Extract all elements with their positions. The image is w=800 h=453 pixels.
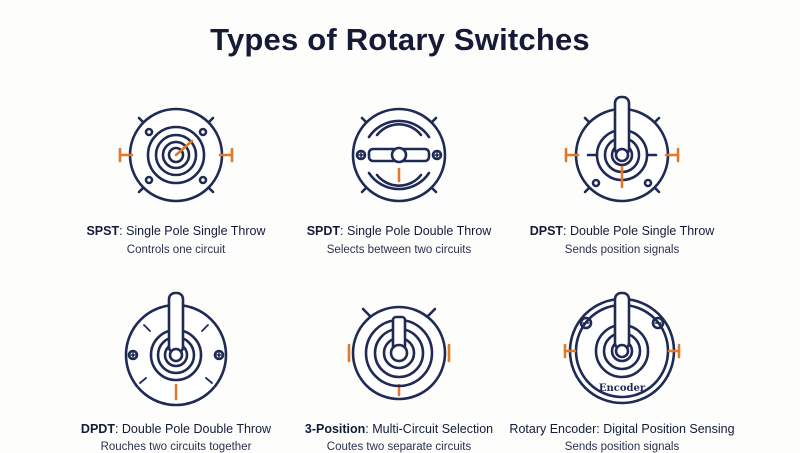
switch-title: SPST: Single Pole Single Throw [86, 224, 266, 238]
three-position-switch-icon [339, 287, 459, 407]
spst-switch-icon [116, 95, 236, 215]
switch-title: Rotary Encoder: Digital Position Sensing [509, 422, 735, 436]
page-title: Types of Rotary Switches [210, 22, 590, 57]
switch-title: 3-Position: Multi-Circuit Selection [304, 422, 494, 436]
switch-description: Sends position signals [564, 441, 680, 453]
dpdt-switch-icon [116, 287, 236, 407]
encoder-label: Encoder [599, 383, 646, 394]
switch-title: DPST: Double Pole Single Throw [529, 224, 715, 238]
switch-description: Selects between two circuits [326, 244, 472, 256]
switch-title: DPDT: Double Pole Double Throw [80, 422, 272, 436]
rotary-encoder-icon: Encoder [562, 287, 682, 407]
spdt-switch-icon [339, 95, 459, 215]
dpst-switch-icon [562, 95, 682, 215]
switch-description: Controls one circuit [126, 244, 226, 256]
switch-description: Sends position signals [564, 244, 680, 256]
switch-title: SPDT: Single Pole Double Throw [306, 224, 492, 238]
